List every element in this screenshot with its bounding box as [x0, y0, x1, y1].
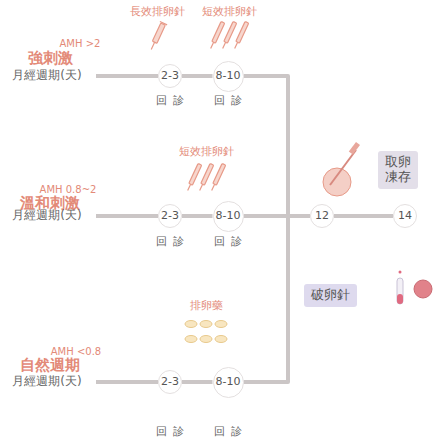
label-text: 回診 — [214, 426, 248, 439]
retrieval-needle — [323, 142, 360, 196]
label-text: 回診 — [156, 236, 190, 249]
node-text: 破卵針 — [311, 288, 350, 303]
label-text: AMH 0.8~2 — [40, 184, 97, 196]
syringes — [148, 21, 249, 191]
label-text: 短效排卵針 — [202, 6, 257, 19]
node-text: 2-3 — [161, 70, 179, 83]
timeline-connector — [244, 216, 311, 382]
day-circle: 8-10 — [213, 367, 244, 398]
label-text: 月經週期(天) — [12, 375, 81, 389]
day-circle: 8-10 — [213, 61, 244, 92]
label-text: 月經週期(天) — [12, 69, 81, 83]
day-circle: 2-3 — [158, 370, 182, 394]
label-text: 排卵藥 — [190, 300, 223, 313]
node-text: 2-3 — [161, 376, 179, 389]
label-text: 回診 — [156, 95, 190, 108]
node-text: 12 — [315, 210, 329, 223]
pills — [185, 321, 227, 343]
label-text: 短效排卵針 — [179, 146, 234, 159]
day-circle: 14 — [393, 204, 417, 228]
label-text: 長效排卵針 — [130, 6, 185, 19]
day-circle: 2-3 — [158, 204, 182, 228]
node-text: 取卵凍存 — [385, 155, 411, 185]
day-circle: 8-10 — [213, 201, 244, 232]
step-box: 取卵凍存 — [378, 151, 418, 189]
day-circle: 2-3 — [158, 64, 182, 88]
timeline-connector — [182, 214, 213, 218]
node-text: 14 — [398, 210, 412, 223]
timeline-connector — [182, 380, 213, 384]
test-tube — [397, 271, 432, 305]
label-text: AMH <0.8 — [51, 346, 101, 358]
node-text: 2-3 — [161, 210, 179, 223]
label-text: 回診 — [214, 236, 248, 249]
label-text: 月經週期(天) — [12, 209, 81, 223]
label-text: AMH >2 — [60, 38, 101, 50]
label-text: 回診 — [214, 95, 248, 108]
label-text: 自然週期 — [20, 357, 80, 374]
step-box: 破卵針 — [304, 284, 357, 307]
timeline-connector — [182, 74, 213, 78]
timeline-connector — [334, 214, 393, 218]
node-text: 8-10 — [216, 376, 241, 389]
day-circle: 12 — [310, 204, 334, 228]
timeline-connector — [244, 76, 311, 216]
axis-lines — [96, 76, 158, 382]
node-text: 8-10 — [216, 210, 241, 223]
label-text: 強刺激 — [28, 50, 73, 67]
label-text: 回診 — [156, 426, 190, 439]
node-text: 8-10 — [216, 70, 241, 83]
